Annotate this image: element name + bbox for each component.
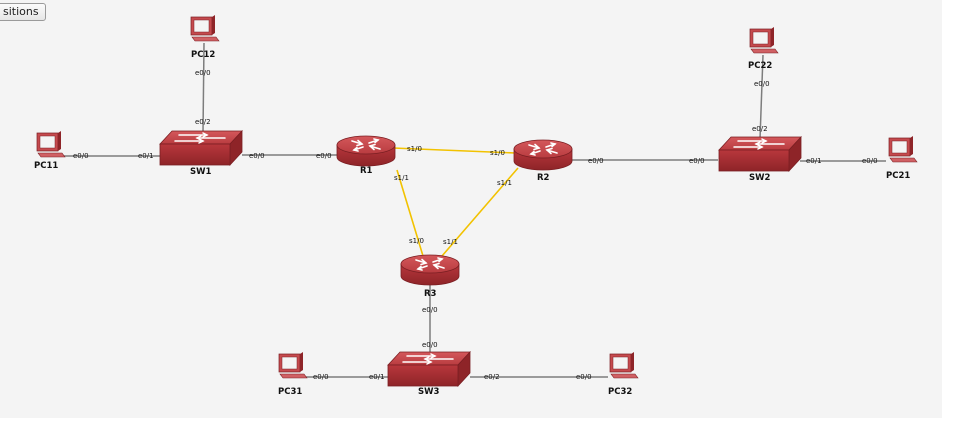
positions-button[interactable]: sitions	[0, 3, 46, 21]
iface-r2-s1/1: s1/1	[497, 179, 512, 187]
pc-pc31[interactable]: PC31	[278, 351, 308, 397]
topology-canvas[interactable]: e0/0 e0/2 e0/0 e0/1 e0/0 e0/0 s1/0 s1/0 …	[0, 0, 942, 418]
iface-sw1-e0/2: e0/2	[195, 118, 211, 126]
iface-sw3-e0/2: e0/2	[484, 373, 500, 381]
iface-pc32-e0/0: e0/0	[576, 373, 592, 381]
iface-r1-s1/0: s1/0	[407, 145, 422, 153]
interface-labels: e0/0 e0/2 e0/0 e0/1 e0/0 e0/0 s1/0 s1/0 …	[73, 69, 878, 381]
iface-r1-s1/1: s1/1	[394, 174, 409, 182]
iface-sw2-e0/2: e0/2	[752, 125, 768, 133]
pc-pc32[interactable]: PC32	[608, 351, 639, 397]
device-label: PC31	[278, 387, 302, 397]
pc-pc12[interactable]: PC12	[190, 14, 220, 60]
switch-sw2[interactable]: SW2	[718, 136, 802, 183]
topology-diagram: e0/0 e0/2 e0/0 e0/1 e0/0 e0/0 s1/0 s1/0 …	[34, 14, 918, 397]
device-label: PC22	[748, 61, 772, 71]
iface-r1-e0/0: e0/0	[316, 152, 332, 160]
canvas-margin	[942, 0, 956, 422]
iface-pc31-e0/0: e0/0	[313, 373, 329, 381]
pc-pc22[interactable]: PC22	[748, 26, 779, 71]
iface-pc12-e0/0: e0/0	[195, 69, 211, 77]
iface-sw3-e0/0: e0/0	[422, 341, 438, 349]
link-r1-r2[interactable]	[392, 147, 516, 154]
pc-pc11[interactable]: PC11	[34, 130, 66, 171]
device-label: SW3	[418, 387, 439, 397]
device-label: R1	[360, 166, 373, 176]
device-label: PC32	[608, 387, 632, 397]
iface-r2-s1/0: s1/0	[490, 149, 505, 157]
device-label: R2	[537, 173, 550, 183]
router-r1[interactable]: R1	[336, 135, 396, 176]
iface-sw1-e0/1: e0/1	[138, 152, 154, 160]
device-label: SW1	[190, 167, 211, 177]
iface-r3-s1/0: s1/0	[409, 237, 424, 245]
iface-sw3-e0/1: e0/1	[369, 373, 385, 381]
device-label: SW2	[749, 173, 770, 183]
iface-r3-e0/0: e0/0	[422, 306, 438, 314]
device-label: PC11	[34, 161, 58, 171]
switch-sw3[interactable]: SW3	[387, 351, 471, 397]
link-r2-r3[interactable]	[441, 167, 519, 257]
switch-sw1[interactable]: SW1	[159, 130, 243, 177]
device-label: R3	[424, 289, 437, 299]
iface-pc22-e0/0: e0/0	[754, 80, 770, 88]
links	[60, 42, 886, 378]
router-r3[interactable]: R3	[400, 254, 460, 299]
iface-pc21-e0/0: e0/0	[862, 157, 878, 165]
iface-r2-e0/0: e0/0	[588, 157, 604, 165]
link-pc12-sw1[interactable]	[202, 42, 205, 134]
device-label: PC12	[191, 50, 215, 60]
router-r2[interactable]: R2	[513, 139, 573, 183]
iface-r3-s1/1: s1/1	[443, 238, 458, 246]
iface-sw2-e0/1: e0/1	[806, 157, 822, 165]
device-label: PC21	[886, 171, 910, 181]
pc-pc21[interactable]: PC21	[886, 135, 918, 181]
link-r1-r3[interactable]	[396, 169, 424, 257]
iface-pc11-e0/0: e0/0	[73, 152, 89, 160]
iface-sw2-e0/0: e0/0	[689, 157, 705, 165]
iface-sw1-e0/0: e0/0	[249, 152, 265, 160]
link-pc22-sw2[interactable]	[759, 54, 764, 140]
